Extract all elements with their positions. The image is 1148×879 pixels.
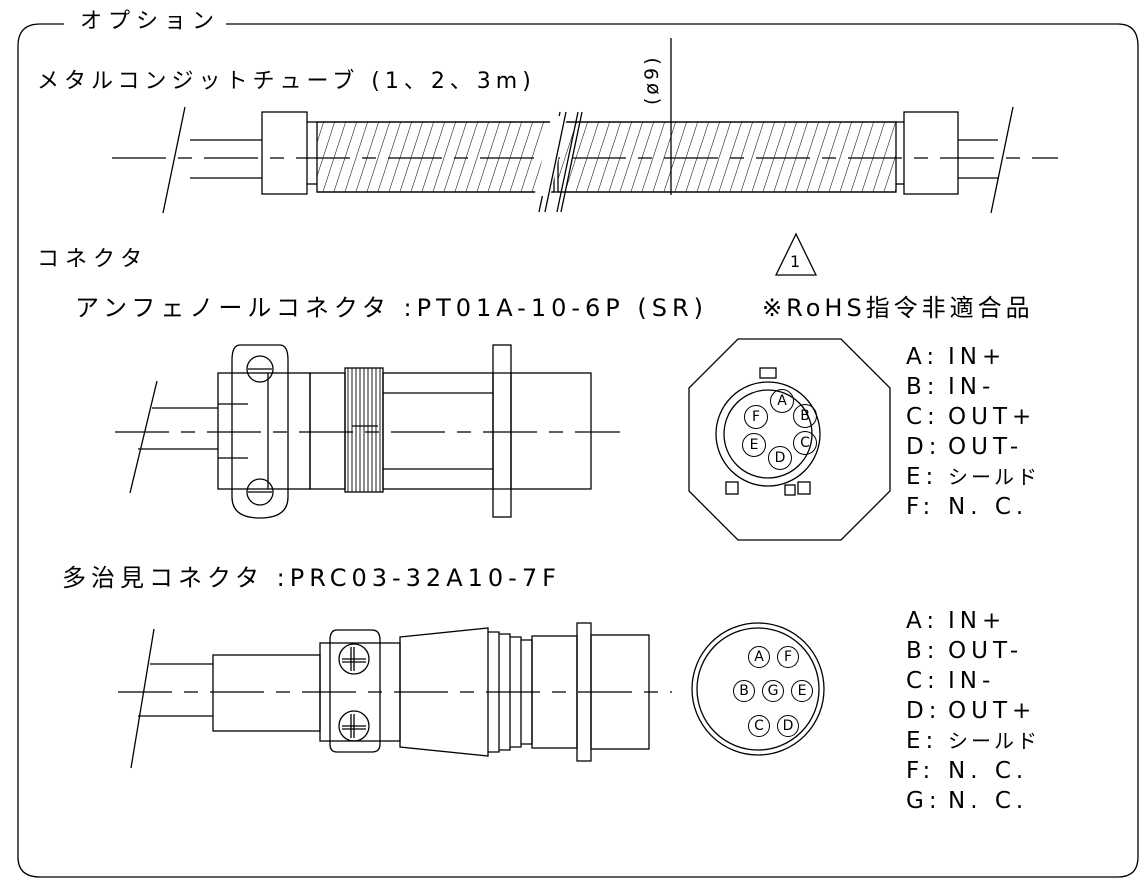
tajimi-face-view [691, 622, 825, 756]
connector-section-label: コネクタ [37, 247, 149, 272]
pinout-row: G:N. C. [906, 788, 1029, 814]
pin-contact: C [748, 715, 770, 737]
pinout-row: C:OUT+ [906, 404, 1037, 430]
pinout-row: F:N. C. [906, 758, 1029, 784]
conduit-diameter: (ø9) [641, 54, 663, 105]
pin-contact: B [793, 404, 817, 428]
pinout-row: C:IN- [906, 668, 996, 694]
conduit-drawing [112, 38, 1058, 214]
amphenol-label: アンフェノールコネクタ :PT01A-10-6P (SR) [75, 294, 709, 322]
pin-contact: G [762, 680, 784, 702]
conduit-label: メタルコンジットチューブ (1、2、3m) [37, 69, 536, 94]
pinout-row: E:シールド [906, 464, 1040, 490]
frame-title: オプション [74, 11, 227, 33]
pinout-row: D:OUT- [906, 434, 1024, 460]
amphenol-pinout: A:IN+ B:IN- C:OUT+ D:OUT- E:シールド F:N. C. [906, 342, 1040, 522]
options-frame [17, 23, 1139, 878]
pin-contact: D [777, 715, 799, 737]
pin-contact: C [793, 431, 817, 455]
pin-contact: F [777, 646, 799, 668]
pinout-row: B:IN- [906, 374, 996, 400]
amphenol-face-view [688, 338, 891, 541]
pinout-row: A:IN+ [906, 608, 1007, 634]
revision-number: 1 [790, 252, 801, 271]
pinout-row: D:OUT+ [906, 698, 1037, 724]
pinout-row: B:OUT- [906, 638, 1024, 664]
rohs-note: ※RoHS指令非適合品 [762, 294, 1034, 322]
pinout-row: E:シールド [906, 728, 1040, 754]
pinout-row: A:IN+ [906, 344, 1007, 370]
amphenol-side-view [115, 344, 620, 519]
tajimi-pinout: A:IN+ B:OUT- C:IN- D:OUT+ E:シールド F:N. C.… [906, 606, 1040, 816]
pin-contact: E [791, 680, 813, 702]
tajimi-side-view [118, 622, 672, 769]
pin-contact: A [770, 389, 794, 413]
pin-contact: D [768, 446, 792, 470]
pin-contact: F [744, 405, 768, 429]
pin-contact: B [733, 680, 755, 702]
revision-triangle-icon [774, 232, 818, 276]
pin-contact: A [748, 646, 770, 668]
pinout-row: F:N. C. [906, 494, 1029, 520]
tajimi-label: 多治見コネクタ :PRC03-32A10-7F [62, 564, 561, 592]
pin-contact: E [742, 433, 766, 457]
